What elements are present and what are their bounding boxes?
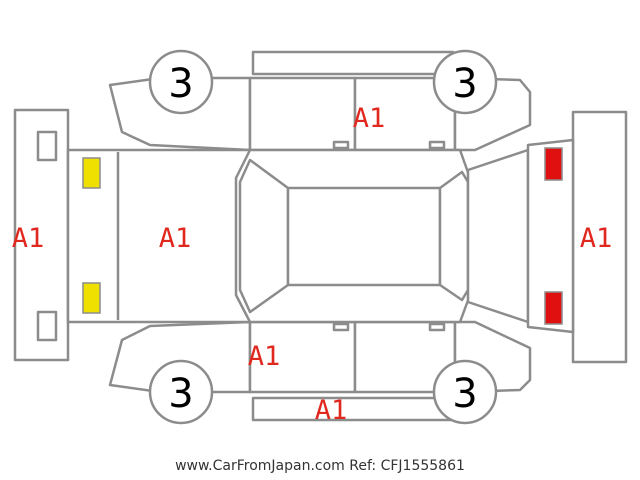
front-bumper [13, 108, 70, 362]
grade-rear-bumper: A1 [580, 223, 613, 254]
grade-front-bumper: A1 [12, 223, 45, 254]
grade-hood: A1 [159, 223, 192, 254]
wheel-rear-top [432, 49, 498, 115]
wheel-front-bottom [148, 359, 214, 425]
taillight-bottom-marker [544, 291, 563, 325]
grade-top-side-door: A1 [353, 103, 386, 134]
watermark-reference: www.CarFromJapan.com Ref: CFJ1555861 [175, 458, 465, 474]
tire-grade-front-bottom: 3 [168, 371, 193, 417]
bottom-side-body [108, 320, 532, 394]
roof-strip [251, 50, 455, 76]
tire-grade-front-top: 3 [168, 61, 193, 107]
tire-grade-rear-bottom: 3 [452, 371, 477, 417]
grade-bottom-front-fender: A1 [248, 341, 281, 372]
rocker-strip [251, 396, 455, 422]
wheel-rear-bottom [432, 359, 498, 425]
wheel-front-top [148, 49, 214, 115]
taillight-top-marker [544, 147, 563, 181]
headlight-top-marker [82, 157, 101, 189]
headlight-bottom-marker [82, 282, 101, 314]
grade-rocker-panel: A1 [315, 395, 348, 426]
top-view-body [66, 138, 575, 334]
tire-grade-rear-top: 3 [452, 61, 477, 107]
